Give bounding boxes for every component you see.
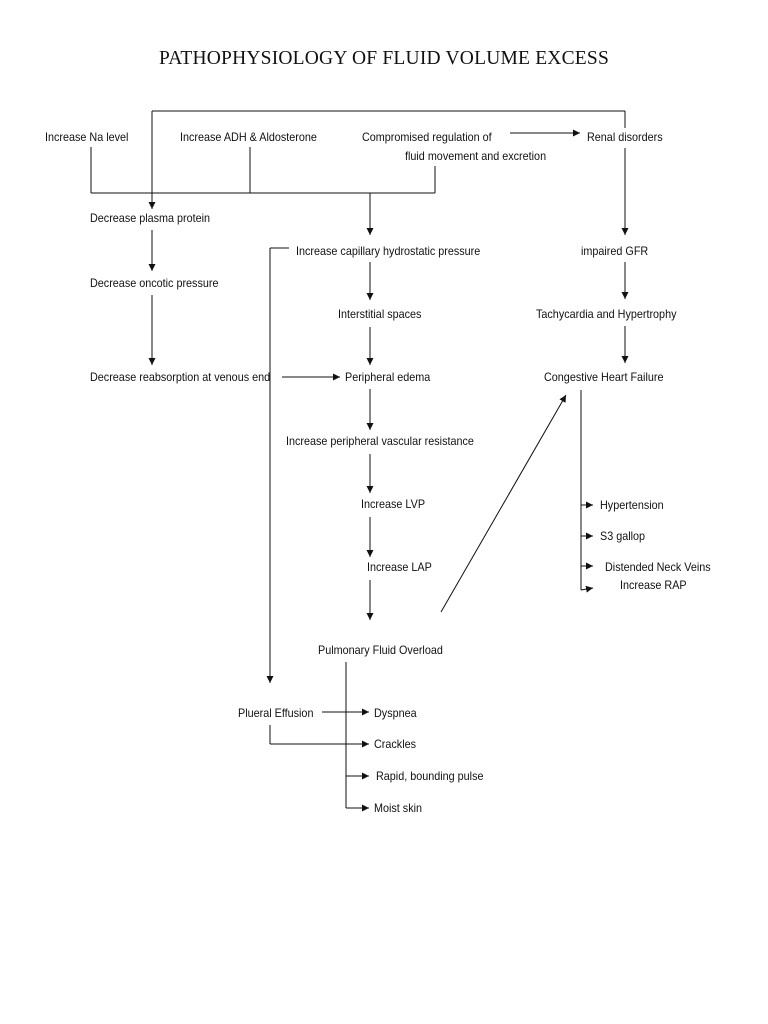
node-tachycardia-hypertrophy: Tachycardia and Hypertrophy [536,307,677,321]
node-increase-adh: Increase ADH & Aldosterone [180,130,317,144]
node-pulmonary-fluid-overload: Pulmonary Fluid Overload [318,643,443,657]
node-dyspnea: Dyspnea [374,706,417,720]
node-increase-na: Increase Na level [45,130,129,144]
node-compromised-line1: Compromised regulation of [362,130,492,144]
arrow [440,394,567,613]
node-increase-pvr: Increase peripheral vascular resistance [286,434,474,448]
node-peripheral-edema: Peripheral edema [345,370,431,384]
node-increase-lvp: Increase LVP [361,497,426,511]
node-decrease-oncotic-pressure: Decrease oncotic pressure [90,276,219,290]
node-s3-gallop: S3 gallop [600,529,646,543]
arrow [580,585,594,593]
node-rapid-bounding-pulse: Rapid, bounding pulse [376,769,484,783]
node-pleural-effusion: Plueral Effusion [238,706,314,720]
node-decrease-reabsorption: Decrease reabsorption at venous end [90,370,271,384]
node-compromised-line2: fluid movement and excretion [405,149,547,163]
node-decrease-plasma-protein: Decrease plasma protein [90,211,211,225]
node-impaired-gfr: impaired GFR [581,244,649,258]
node-distended-neck-veins: Distended Neck Veins [605,560,711,574]
node-moist-skin: Moist skin [374,801,423,815]
node-interstitial-spaces: Interstitial spaces [338,307,422,321]
node-renal-disorders: Renal disorders [587,130,663,144]
diagram-title: PATHOPHYSIOLOGY OF FLUID VOLUME EXCESS [158,48,610,69]
node-increase-capillary-pressure: Increase capillary hydrostatic pressure [296,244,481,258]
node-crackles: Crackles [374,737,417,751]
node-hypertension: Hypertension [600,498,664,512]
node-increase-lap: Increase LAP [367,560,432,574]
node-congestive-heart-failure: Congestive Heart Failure [544,370,664,384]
node-increase-rap: Increase RAP [620,578,687,592]
